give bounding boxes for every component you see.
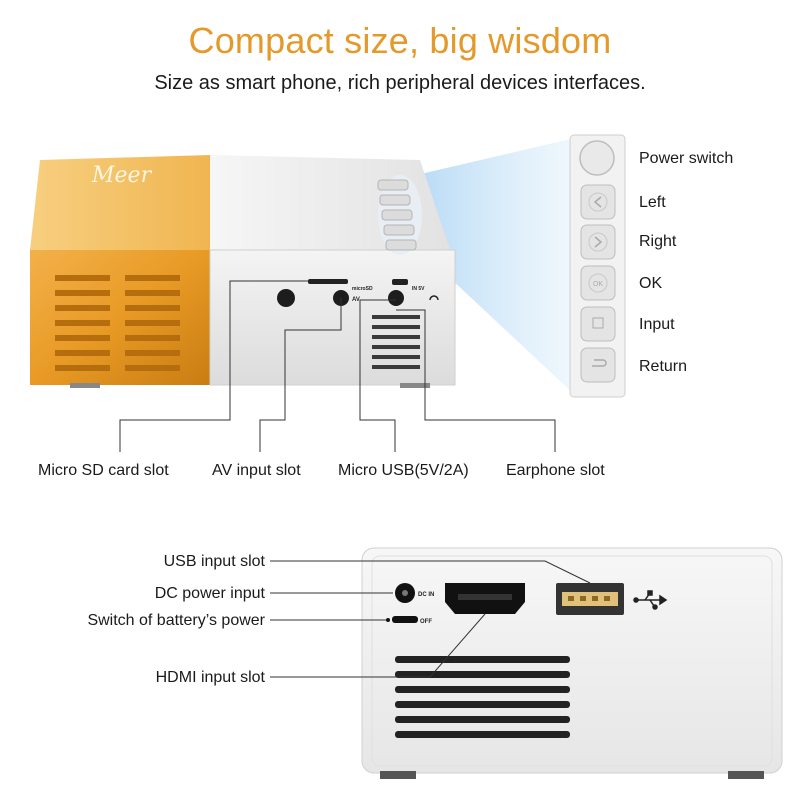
control-panel: OK <box>569 134 626 398</box>
foot <box>400 383 430 388</box>
top-callout-lines <box>119 280 556 452</box>
dc-power-callout: DC power input <box>154 585 265 602</box>
earphone-port <box>388 290 404 306</box>
usb-input-callout: USB input slot <box>163 553 265 570</box>
page-subtitle: Size as smart phone, rich peripheral dev… <box>154 72 646 94</box>
left-button <box>580 184 616 220</box>
projector-top-view: microSD AV IN 5V Meer <box>30 138 575 395</box>
power-button <box>579 140 615 176</box>
input-label: Input <box>639 316 675 333</box>
dc-in-label: DC IN <box>418 592 434 598</box>
orange-vents <box>55 275 180 371</box>
page-title: Compact size, big wisdom <box>188 20 612 61</box>
left-arrow-icon <box>593 196 602 208</box>
battery-switch <box>392 616 418 623</box>
battery-switch-callout: Switch of battery’s power <box>87 612 265 629</box>
in5v-port-label: IN 5V <box>412 286 425 292</box>
power-switch-label: Power switch <box>639 150 734 167</box>
projection-beam <box>395 138 575 395</box>
av-input-callout: AV input slot <box>212 462 301 479</box>
headphone-icon <box>429 295 439 301</box>
ok-icon: OK <box>593 281 603 288</box>
hdmi-input-callout: HDMI input slot <box>155 669 265 686</box>
off-label: OFF <box>420 619 432 625</box>
ok-button <box>580 265 616 301</box>
micro-sd-callout: Micro SD card slot <box>38 462 169 479</box>
orange-shell-top <box>30 155 210 250</box>
input-icon <box>592 317 604 329</box>
return-button <box>580 347 616 383</box>
ok-label: OK <box>639 275 663 292</box>
return-icon <box>592 359 607 367</box>
left-label: Left <box>639 194 666 211</box>
micro-usb-port <box>392 279 408 285</box>
av-port-label: AV <box>352 297 360 303</box>
brand-logo: Meer <box>91 163 153 188</box>
microsd-slot <box>308 279 348 284</box>
usb-symbol-icon <box>633 590 668 610</box>
back-vents <box>395 656 570 738</box>
microsd-port-label: microSD <box>352 286 373 292</box>
top-buttons-strip <box>377 179 417 251</box>
av-extra-port <box>277 289 295 307</box>
micro-usb-callout: Micro USB(5V/2A) <box>338 462 469 479</box>
projector-back-view: DC IN OFF <box>361 547 783 779</box>
input-button <box>580 306 616 342</box>
back-callout-lines <box>270 560 591 678</box>
orange-shell-front <box>30 250 210 385</box>
right-arrow-icon <box>594 236 603 248</box>
white-vents <box>372 315 420 369</box>
right-label: Right <box>639 233 677 250</box>
right-button <box>580 224 616 260</box>
foot <box>70 383 100 388</box>
return-label: Return <box>639 358 688 375</box>
earphone-callout: Earphone slot <box>506 462 605 479</box>
